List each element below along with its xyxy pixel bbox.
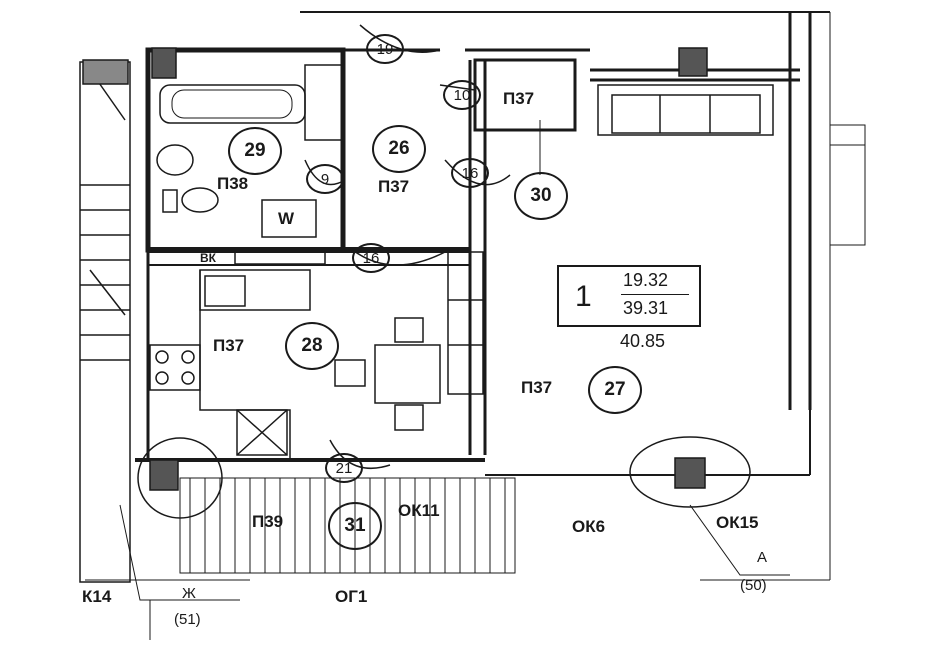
window-ok6: ОК6 bbox=[572, 517, 606, 536]
room-26-number: 26 bbox=[372, 125, 426, 173]
room-26-finish: П37 bbox=[378, 177, 410, 196]
balcony-hatch bbox=[179, 477, 516, 574]
room-27-finish: П37 bbox=[521, 378, 553, 397]
axis-zh-letter: Ж bbox=[182, 585, 196, 602]
fraction-bar bbox=[621, 294, 689, 295]
dining-set bbox=[334, 317, 441, 431]
room-28-number: 28 bbox=[285, 322, 339, 370]
room-30-number: 30 bbox=[514, 172, 568, 220]
axis-a-dim: (50) bbox=[740, 577, 767, 594]
door-21-number: 21 bbox=[325, 453, 363, 483]
total-area-with-balcony: 40.85 bbox=[620, 331, 666, 351]
window-ok11: ОК11 bbox=[398, 501, 440, 520]
door-10-number: 10 bbox=[443, 80, 481, 110]
kitchen-fixtures bbox=[149, 269, 311, 460]
door-19-number: 19 bbox=[366, 34, 404, 64]
total-area: 39.31 bbox=[623, 298, 669, 318]
window-k14: К14 bbox=[82, 587, 112, 606]
neighbor-stair-hatch bbox=[79, 61, 131, 583]
column-bubbles bbox=[137, 436, 751, 519]
apartment-area-box: 1 19.32 39.31 bbox=[557, 265, 701, 327]
structural-columns bbox=[82, 47, 708, 491]
vent-symbol: ВК bbox=[200, 251, 216, 265]
fence-og1: ОГ1 bbox=[335, 587, 368, 606]
axis-a-letter: А bbox=[757, 549, 768, 566]
door-16-number-upper: 16 bbox=[451, 158, 489, 188]
room-31-finish: П39 bbox=[252, 512, 284, 531]
door-16-number-lower: 16 bbox=[352, 243, 390, 273]
room-30-finish: П37 bbox=[503, 89, 535, 108]
room-31-number: 31 bbox=[328, 502, 382, 550]
room-28-finish: П37 bbox=[213, 336, 245, 355]
cabinet-units bbox=[234, 251, 484, 395]
axis-zh-dim: (51) bbox=[174, 611, 201, 628]
room-29-finish: П38 bbox=[217, 174, 249, 193]
sofa bbox=[597, 84, 774, 136]
washer-symbol: W bbox=[278, 209, 295, 228]
apartment-number: 1 bbox=[575, 280, 592, 313]
axis-leader-lines bbox=[85, 120, 830, 640]
window-ok15: ОК15 bbox=[716, 513, 759, 532]
right-window-hatch bbox=[829, 124, 866, 246]
living-area: 19.32 bbox=[623, 270, 669, 290]
room-27-number: 27 bbox=[588, 366, 642, 414]
room-29-number: 29 bbox=[228, 127, 282, 175]
door-9-number: 9 bbox=[306, 164, 344, 194]
corridor-walls bbox=[135, 12, 812, 476]
